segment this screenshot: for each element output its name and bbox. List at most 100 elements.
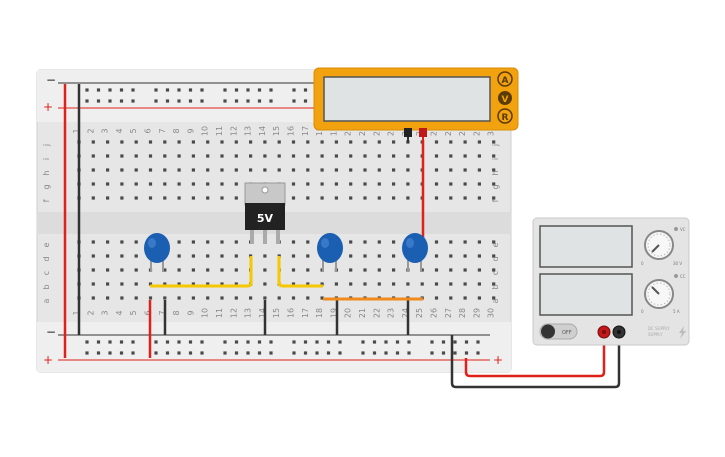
rail-hole-0-3[interactable] (108, 88, 112, 92)
hole-f-24[interactable] (406, 196, 410, 200)
hole-b-26[interactable] (434, 282, 439, 286)
capacitors[interactable] (144, 233, 428, 272)
rail-hole-3-18[interactable] (315, 351, 319, 355)
hole-i-17[interactable] (306, 154, 310, 158)
rail-hole-0-12[interactable] (234, 88, 239, 92)
rail-hole-3-2[interactable] (96, 351, 101, 355)
hole-g-20[interactable] (349, 182, 353, 186)
hole-c-5[interactable] (134, 268, 138, 272)
wire-red-to-supply[interactable] (464, 334, 606, 378)
power-supply[interactable]: 0 30 V VC 0 5 A CC OFF DC SUPPLY SUPPLY (532, 217, 690, 346)
hole-h-7[interactable] (163, 168, 167, 172)
rail-hole-3-3[interactable] (108, 351, 112, 355)
hole-e-28[interactable] (463, 240, 467, 244)
hole-h-9[interactable] (191, 168, 195, 172)
hole-f-23[interactable] (392, 196, 396, 200)
hole-h-21[interactable] (363, 168, 367, 172)
rail-hole-2-12[interactable] (234, 340, 239, 344)
hole-d-29[interactable] (477, 254, 481, 258)
hole-a-8[interactable] (177, 296, 181, 300)
hole-h-11[interactable] (220, 168, 224, 172)
hole-h-22[interactable] (377, 168, 381, 172)
rail-hole-2-6[interactable] (154, 340, 158, 344)
hole-i-28[interactable] (463, 154, 467, 158)
rail-hole-1-13[interactable] (246, 99, 250, 103)
hole-i-3[interactable] (106, 154, 110, 158)
multimeter-probe-red[interactable] (419, 128, 427, 137)
rail-hole-3-21[interactable] (361, 351, 365, 355)
hole-i-14[interactable] (263, 154, 267, 158)
rail-hole-2-22[interactable] (372, 340, 377, 344)
hole-b-7[interactable] (163, 282, 167, 286)
hole-a-27[interactable] (449, 296, 453, 300)
hole-c-7[interactable] (163, 268, 167, 272)
hole-e-21[interactable] (363, 240, 367, 244)
rail-hole-0-9[interactable] (188, 88, 193, 92)
hole-h-29[interactable] (477, 168, 481, 172)
hole-g-10[interactable] (206, 182, 210, 186)
rail-hole-1-5[interactable] (131, 99, 135, 103)
hole-b-4[interactable] (120, 282, 124, 286)
hole-d-28[interactable] (463, 254, 467, 258)
hole-g-5[interactable] (134, 182, 138, 186)
hole-a-11[interactable] (220, 296, 224, 300)
hole-i-27[interactable] (449, 154, 453, 158)
voltage-regulator[interactable]: 5V (244, 182, 286, 244)
hole-j-22[interactable] (377, 140, 381, 144)
hole-b-23[interactable] (392, 282, 396, 286)
hole-h-6[interactable] (148, 168, 153, 172)
hole-g-11[interactable] (220, 182, 224, 186)
hole-j-19[interactable] (334, 140, 338, 144)
rail-hole-0-6[interactable] (154, 88, 158, 92)
hole-h-2[interactable] (91, 168, 95, 172)
hole-b-10[interactable] (206, 282, 210, 286)
rail-hole-2-7[interactable] (165, 340, 170, 344)
hole-i-12[interactable] (234, 154, 238, 158)
hole-j-17[interactable] (306, 140, 310, 144)
hole-a-30[interactable] (492, 296, 496, 300)
hole-b-11[interactable] (220, 282, 224, 286)
hole-f-16[interactable] (291, 196, 296, 200)
rail-hole-0-7[interactable] (165, 88, 170, 92)
rail-hole-3-13[interactable] (246, 351, 250, 355)
rail-hole-2-10[interactable] (200, 340, 204, 344)
hole-b-21[interactable] (363, 282, 367, 286)
hole-d-16[interactable] (291, 254, 296, 258)
rail-hole-1-17[interactable] (303, 99, 308, 103)
hole-g-8[interactable] (177, 182, 181, 186)
rail-hole-3-11[interactable] (223, 351, 227, 355)
hole-h-13[interactable] (249, 168, 253, 172)
hole-b-19[interactable] (334, 282, 338, 286)
rail-hole-0-2[interactable] (96, 88, 101, 92)
hole-b-24[interactable] (406, 282, 410, 286)
hole-f-22[interactable] (377, 196, 381, 200)
hole-j-30[interactable] (492, 140, 496, 144)
rail-hole-1-12[interactable] (234, 99, 239, 103)
hole-h-5[interactable] (134, 168, 138, 172)
hole-g-9[interactable] (191, 182, 195, 186)
hole-i-13[interactable] (249, 154, 253, 158)
hole-g-22[interactable] (377, 182, 381, 186)
hole-i-19[interactable] (334, 154, 338, 158)
rail-hole-0-11[interactable] (223, 88, 227, 92)
hole-d-3[interactable] (106, 254, 110, 258)
rail-hole-2-17[interactable] (303, 340, 308, 344)
hole-b-8[interactable] (177, 282, 181, 286)
multimeter[interactable]: A V R (313, 67, 519, 143)
hole-c-22[interactable] (377, 268, 381, 272)
wire-black-to-supply[interactable] (450, 334, 621, 389)
hole-e-11[interactable] (220, 240, 224, 244)
rail-hole-3-24[interactable] (395, 351, 400, 355)
hole-a-4[interactable] (120, 296, 124, 300)
hole-f-21[interactable] (363, 196, 367, 200)
rail-hole-3-8[interactable] (177, 351, 181, 355)
rail-hole-2-13[interactable] (246, 340, 250, 344)
rail-hole-3-7[interactable] (165, 351, 170, 355)
rail-hole-2-20[interactable] (338, 340, 342, 344)
hole-e-5[interactable] (134, 240, 138, 244)
hole-g-4[interactable] (120, 182, 124, 186)
hole-e-4[interactable] (120, 240, 124, 244)
rail-hole-3-10[interactable] (200, 351, 204, 355)
hole-j-23[interactable] (392, 140, 396, 144)
hole-i-21[interactable] (363, 154, 367, 158)
